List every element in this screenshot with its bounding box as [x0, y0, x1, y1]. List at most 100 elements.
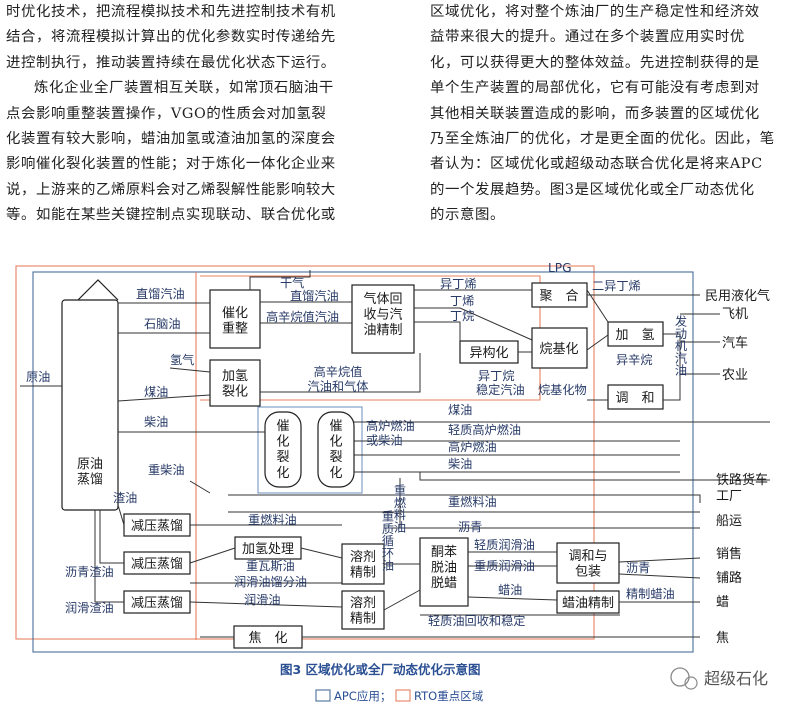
unit-blending — [607, 384, 664, 410]
unit-label: 减压蒸馏 — [131, 596, 183, 611]
flow-label: 稳定汽油 — [476, 382, 525, 397]
article-line: 的示意图。 — [430, 207, 505, 224]
flow-label: 柴油 — [448, 457, 472, 471]
article-line: 影响催化裂化装置的性能；对于炼化一体化企业来 — [6, 156, 336, 173]
flow-label: 沥青渣油 — [65, 565, 114, 579]
flow-label: 煤油 — [448, 403, 472, 417]
article-line: 等。如能在某些关键控制点实现联动、联合优化或 — [6, 207, 336, 224]
article-line: 化，可以获得更大的整体效益。先进控制获得的是 — [430, 54, 760, 71]
flow-label: 蜡油 — [498, 583, 522, 597]
unit-dewax — [419, 537, 469, 607]
flow-label: 煤油 — [144, 385, 168, 399]
unit-gas-recovery — [351, 284, 415, 354]
legend-apc-swatch — [315, 689, 331, 702]
unit-label: 调和与包装 — [568, 549, 607, 580]
unit-label: 加 氢 — [615, 328, 654, 343]
output-label: 船运 — [716, 514, 742, 529]
flow-label: 轻质高炉燃油 — [448, 422, 521, 437]
unit-label: 减压蒸馏 — [131, 519, 183, 534]
output-label: 铺路 — [716, 570, 742, 586]
article-line: 益带来很大的提升。通过在多个装置应用实时优 — [430, 29, 745, 46]
unit-hydrocracker — [209, 359, 261, 407]
article-line: 其他相关联装置造成的影响，而多装置的区域优化 — [430, 105, 760, 122]
flow-label: 烷基化物 — [538, 383, 587, 397]
flow-label: 高辛烷值汽油和气体 — [308, 364, 369, 394]
unit-label: 气体回收与汽油精制 — [363, 291, 402, 338]
unit-label: 溶剂精制 — [350, 550, 376, 581]
figure-caption: 图3 区域优化或全厂动态优化示意图 — [280, 662, 481, 677]
article-right-column: 区域优化，将对整个炼油厂的生产稳定性和经济效 益带来很大的提升。通过在多个装置应… — [430, 0, 775, 229]
flow-label: 精制蜡油 — [626, 587, 675, 601]
flow-label: 重柴油 — [148, 463, 185, 477]
flow-label: 重质循环油 — [380, 510, 394, 571]
unit-label: 异构化 — [469, 346, 508, 361]
flow-label: 高炉燃油 — [448, 439, 497, 454]
unit-fcc — [317, 411, 355, 488]
unit-label: 原油蒸馏 — [77, 457, 103, 488]
rto-region — [15, 265, 595, 640]
flow-label: 二异丁烯 — [592, 279, 641, 293]
flow-label: 丁烯 — [450, 294, 474, 308]
unit-label: 蜡油精制 — [562, 596, 614, 611]
flow-label: 沥青 — [626, 561, 650, 575]
flow-label: 轻质润滑油 — [474, 538, 535, 552]
article-line: 说，上游来的乙烯原料会对乙烯裂解性能影响较大 — [6, 181, 336, 198]
unit-label: 催化裂化 — [276, 419, 289, 481]
wechat-icon — [670, 667, 690, 687]
output-label: 蜡 — [716, 595, 729, 610]
article-left-column: 时优化技术，把流程模拟技术和先进控制技术有机 结合，将流程模拟计算出的优化参数实… — [6, 0, 336, 229]
legend-rto-label: RTO重点区域 — [414, 689, 484, 703]
flow-label: 重燃料油 — [392, 484, 406, 533]
article-line: 者认为：区域优化或超级动态联合优化是将来APC — [430, 156, 763, 173]
flow-label: 重燃料油 — [248, 512, 297, 527]
legend-apc-label: APC应用； — [334, 689, 391, 703]
output-label: 销售 — [716, 546, 742, 562]
flow-label: 原油 — [26, 370, 50, 384]
flow-label: 高炉燃油或柴油 — [366, 418, 415, 448]
flow-label: 高辛烷值汽油 — [266, 309, 339, 324]
article-line: 化装置有较大影响，蜡油加氢或渣油加氢的深度会 — [6, 131, 336, 148]
flow-label: 沥青 — [458, 520, 482, 534]
wechat-icon — [684, 676, 698, 690]
crude-column — [77, 279, 119, 301]
unit-reformer — [209, 289, 261, 349]
unit-label: 催化裂化 — [329, 419, 342, 481]
output-label: 焦 — [716, 631, 729, 646]
flow-label: 直馏汽油 — [136, 286, 185, 301]
flow-label: 渣油 — [113, 491, 137, 505]
flow-label: 重燃料油 — [448, 494, 497, 509]
legend-rto-swatch — [395, 689, 411, 702]
unit-label: 溶剂精制 — [350, 596, 376, 627]
article-line: 点会影响重整装置操作，VGO的性质会对加氢裂 — [6, 105, 327, 122]
unit-fcc — [264, 411, 302, 488]
unit-blend-pack — [556, 542, 620, 584]
flow-label: 直馏汽油 — [290, 288, 339, 303]
crude-column — [61, 299, 119, 511]
flow-label: 石脑油 — [144, 317, 181, 331]
article-line: 的一个发展趋势。图3是区域优化或全厂动态优化 — [430, 181, 755, 198]
flow-label: 轻质油回收和稳定 — [428, 613, 526, 628]
flow-label: 发动机汽油 — [673, 314, 687, 376]
article-line: 区域优化，将对整个炼油厂的生产稳定性和经济效 — [430, 4, 760, 20]
flow-label: 异丁烯 — [440, 277, 477, 291]
unit-label: 聚 合 — [539, 289, 578, 304]
output-label: 铁路货车 — [716, 472, 768, 488]
flow-lines — [20, 270, 770, 638]
flow-label: 柴油 — [144, 415, 168, 429]
unit-label: 酮苯脱油脱蜡 — [431, 545, 457, 591]
fcc-region — [257, 406, 363, 494]
unit-solvent — [341, 543, 385, 585]
unit-label: 加氢处理 — [242, 542, 294, 557]
article-line: 炼化企业全厂装置相互关联，如常顶石脑油干 — [34, 80, 334, 97]
flow-label: 丁烷 — [450, 309, 474, 323]
unit-label: 烷基化 — [539, 342, 578, 357]
unit-alkylation — [531, 327, 588, 369]
flow-label: 氢气 — [170, 352, 194, 367]
unit-label: 加氢裂化 — [222, 369, 248, 400]
flow-label: 重质润滑油 — [474, 559, 535, 573]
flow-label: 润滑渣油 — [65, 601, 114, 615]
watermark-text: 超级石化 — [704, 669, 768, 688]
article-line: 单个生产装置的局部优化，它有可能没有考虑到对 — [430, 80, 760, 97]
unit-label: 调 和 — [615, 391, 654, 406]
